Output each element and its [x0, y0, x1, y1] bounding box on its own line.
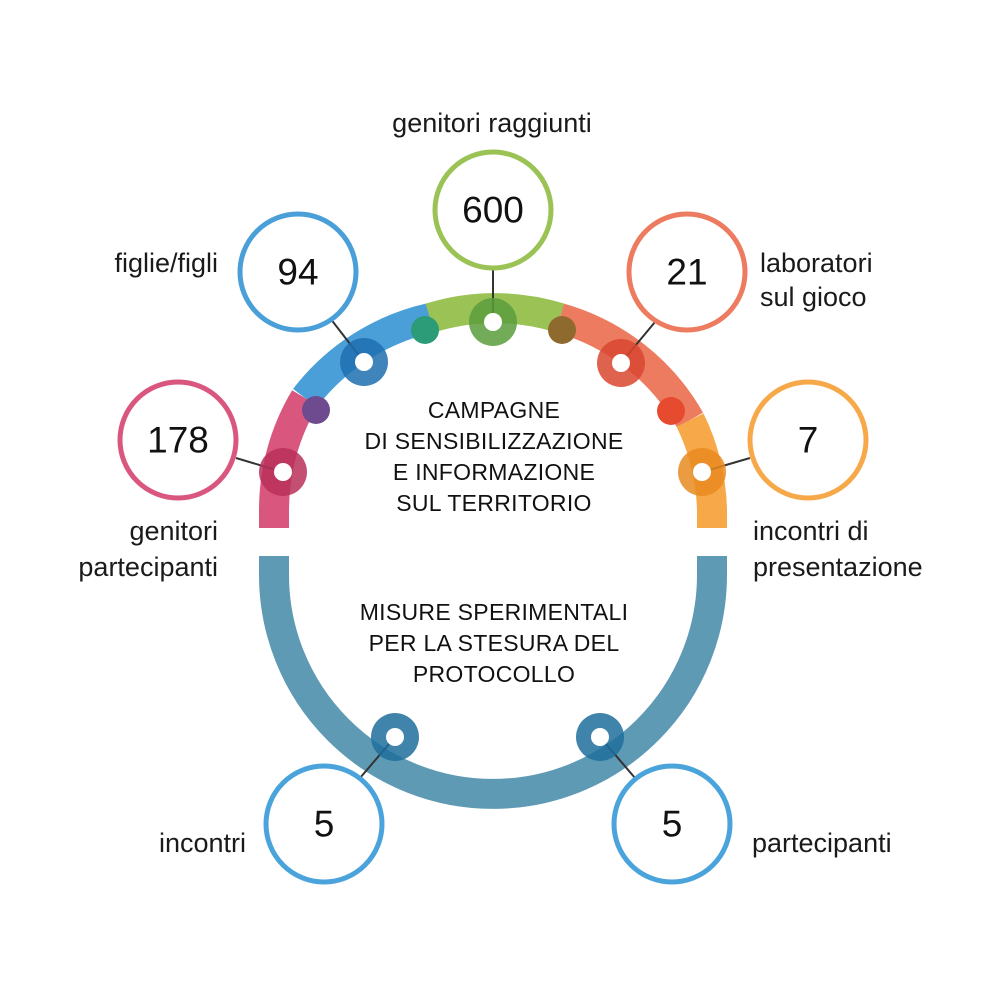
svg-text:CAMPAGNE: CAMPAGNE — [428, 397, 560, 423]
bubble-incontri: 5 — [263, 763, 385, 885]
svg-text:PROTOCOLLO: PROTOCOLLO — [413, 661, 575, 687]
label-incontri-presentazione-2: presentazione — [753, 552, 923, 582]
center-top-heading: CAMPAGNE DI SENSIBILIZZAZIONE E INFORMAZ… — [364, 397, 623, 516]
bubble-value: 7 — [798, 420, 819, 461]
arc-dot-purple — [302, 396, 330, 424]
bubble-figlie-figli: 94 — [237, 211, 359, 333]
svg-text:SUL TERRITORIO: SUL TERRITORIO — [396, 490, 591, 516]
label-genitori-partecipanti-1: genitori — [129, 516, 218, 546]
bubble-genitori-raggiunti: 600 — [432, 149, 554, 271]
arc-dot-teal — [411, 316, 439, 344]
bottom-arc — [259, 556, 727, 809]
bubble-value: 5 — [662, 804, 683, 845]
label-laboratori-1: laboratori — [760, 248, 873, 278]
bubble-value: 600 — [462, 190, 524, 231]
bubble-value: 178 — [147, 420, 209, 461]
svg-text:PER LA STESURA DEL: PER LA STESURA DEL — [369, 630, 620, 656]
arc-node-5-left — [371, 713, 419, 761]
arc-node-21 — [597, 339, 645, 387]
svg-text:MISURE SPERIMENTALI: MISURE SPERIMENTALI — [360, 599, 629, 625]
bubble-value: 21 — [666, 252, 707, 293]
bubble-partecipanti: 5 — [611, 763, 733, 885]
arc-node-7 — [678, 448, 726, 496]
label-figlie-figli: figlie/figli — [114, 248, 218, 278]
label-incontri-presentazione-1: incontri di — [753, 516, 869, 546]
label-genitori-partecipanti-2: partecipanti — [78, 552, 218, 582]
arc-node-94 — [340, 338, 388, 386]
bubble-value: 94 — [277, 252, 318, 293]
arc-node-178 — [259, 448, 307, 496]
bubble-incontri-presentazione: 7 — [747, 379, 869, 501]
bubble-laboratori: 21 — [626, 211, 748, 333]
arc-node-600 — [469, 298, 517, 346]
label-genitori-raggiunti: genitori raggiunti — [392, 108, 592, 138]
svg-text:DI SENSIBILIZZAZIONE: DI SENSIBILIZZAZIONE — [364, 428, 623, 454]
label-laboratori-2: sul gioco — [760, 282, 867, 312]
bubble-genitori-partecipanti: 178 — [117, 379, 239, 501]
bubble-value: 5 — [314, 804, 335, 845]
arc-dot-olive — [548, 316, 576, 344]
arc-dot-red — [657, 397, 685, 425]
svg-text:E INFORMAZIONE: E INFORMAZIONE — [393, 459, 595, 485]
arc-node-5-right — [576, 713, 624, 761]
label-incontri: incontri — [159, 828, 246, 858]
label-partecipanti: partecipanti — [752, 828, 892, 858]
center-bottom-heading: MISURE SPERIMENTALI PER LA STESURA DEL P… — [360, 599, 629, 687]
